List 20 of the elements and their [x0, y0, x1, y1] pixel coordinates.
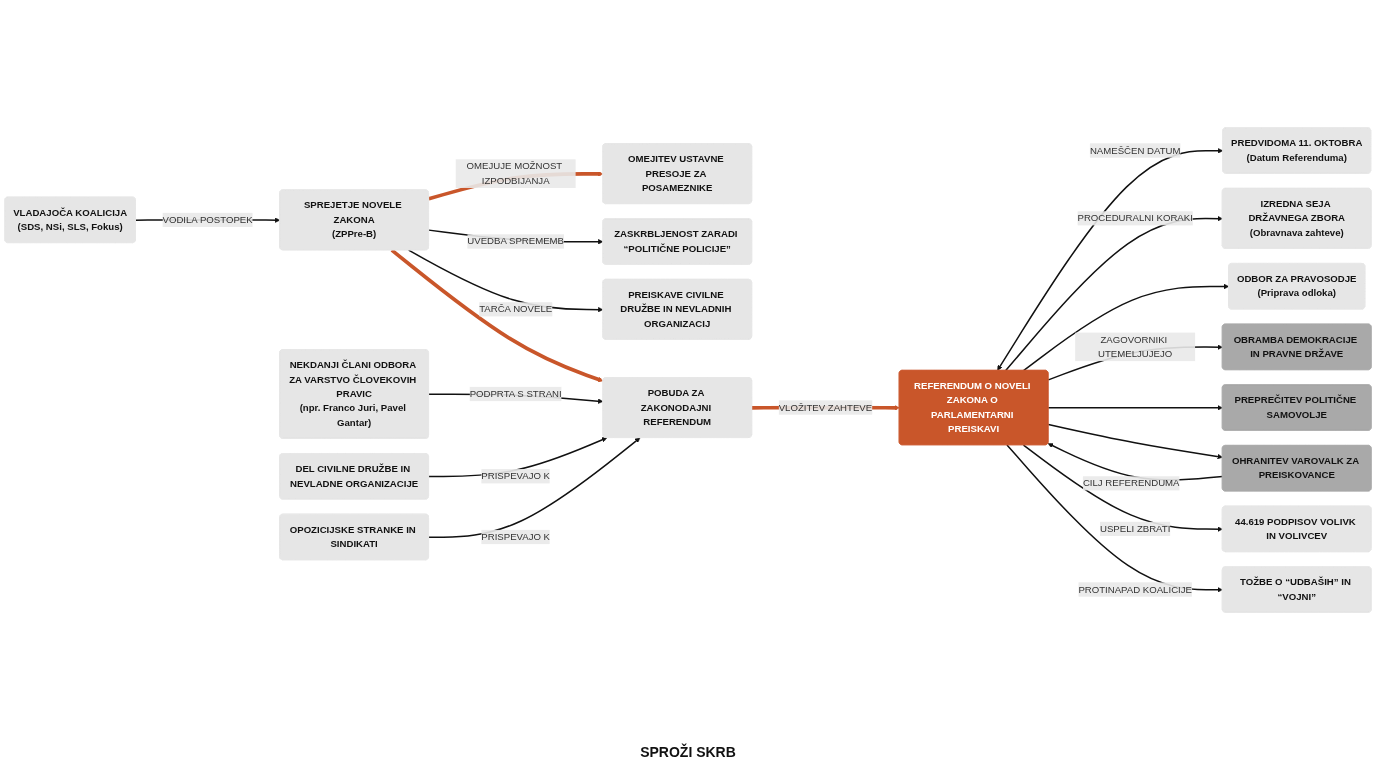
edge-label: ZAGOVORNIKI UTEMELJUJEJO	[1098, 334, 1173, 359]
arrow	[1047, 405, 1223, 411]
arrow	[1022, 283, 1230, 372]
arrow	[997, 148, 1224, 371]
edge-label: CILJ REFERENDUMA	[1082, 477, 1180, 489]
arrow	[1047, 423, 1223, 460]
edge-label: USPELI ZBRATI	[1100, 523, 1171, 534]
edge-label: UVEDBA SPREMEMB	[467, 236, 564, 247]
edge-label: PODPRTA S STRANI	[469, 388, 562, 399]
edge-label: PRISPEVAJO K	[481, 531, 550, 542]
edge-label: NAMEŠČEN DATUM	[1089, 145, 1181, 156]
edge-label: VLOŽITEV ZAHTEVE	[778, 402, 873, 413]
edge-label: PRISPEVAJO K	[481, 470, 550, 482]
edge-label: TARČA NOVELE	[479, 303, 553, 315]
arrow	[1005, 216, 1223, 372]
edge-label: PROCEDURALNI KORAKI	[1077, 212, 1193, 224]
edge-label: PROTINAPAD KOALICIJE	[1078, 584, 1192, 595]
edge-label: VODILA POSTOPEK	[162, 214, 253, 225]
edge-label: OMEJUJE MOŽNOST IZPODBIJANJA	[466, 161, 563, 186]
edge-note: SPROŽI SKRB	[640, 744, 736, 760]
